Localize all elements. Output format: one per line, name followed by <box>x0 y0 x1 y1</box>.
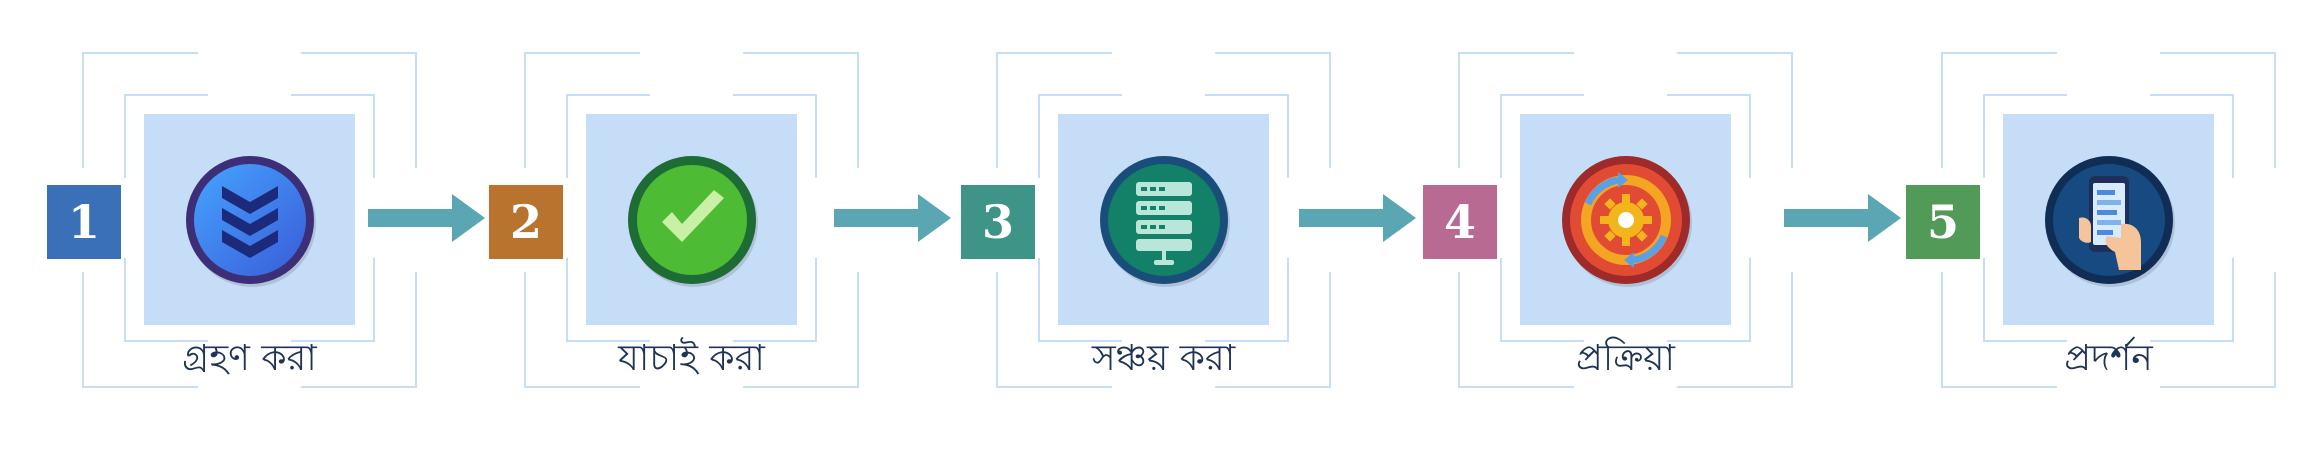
step-label: গ্রহণ করা <box>182 338 317 379</box>
server-icon <box>1100 156 1230 287</box>
phone-in-hand-icon <box>2045 156 2175 287</box>
step-number-badge: 2 <box>489 185 563 259</box>
step-label: প্রক্রিয়া <box>1576 338 1675 379</box>
arrow-right-icon <box>1299 194 1416 242</box>
step-number-badge: 3 <box>961 185 1035 259</box>
step-3: 3 সঞ্চয় করা <box>961 52 1331 388</box>
arrow-right-icon <box>1784 194 1901 242</box>
step-1: 1 গ্রহণ করা <box>47 52 417 388</box>
gear-cycle-icon <box>1562 156 1692 287</box>
step-label: প্রদর্শন <box>2064 338 2153 379</box>
step-4: 4 প্রক্রিয়া <box>1423 52 1793 388</box>
stacked-chevrons-icon <box>186 156 316 287</box>
arrow-right-icon <box>834 194 951 242</box>
step-5: 5 প্রদর্শন <box>1906 52 2276 388</box>
step-2: 2 যাচাই করা <box>489 52 859 388</box>
step-label: সঞ্চয় করা <box>1091 338 1236 379</box>
step-number-badge: 4 <box>1423 185 1497 259</box>
arrow-right-icon <box>368 194 485 242</box>
step-number-badge: 1 <box>47 185 121 259</box>
step-number-badge: 5 <box>1906 185 1980 259</box>
checkmark-icon <box>628 156 758 287</box>
step-label: যাচাই করা <box>618 338 765 379</box>
